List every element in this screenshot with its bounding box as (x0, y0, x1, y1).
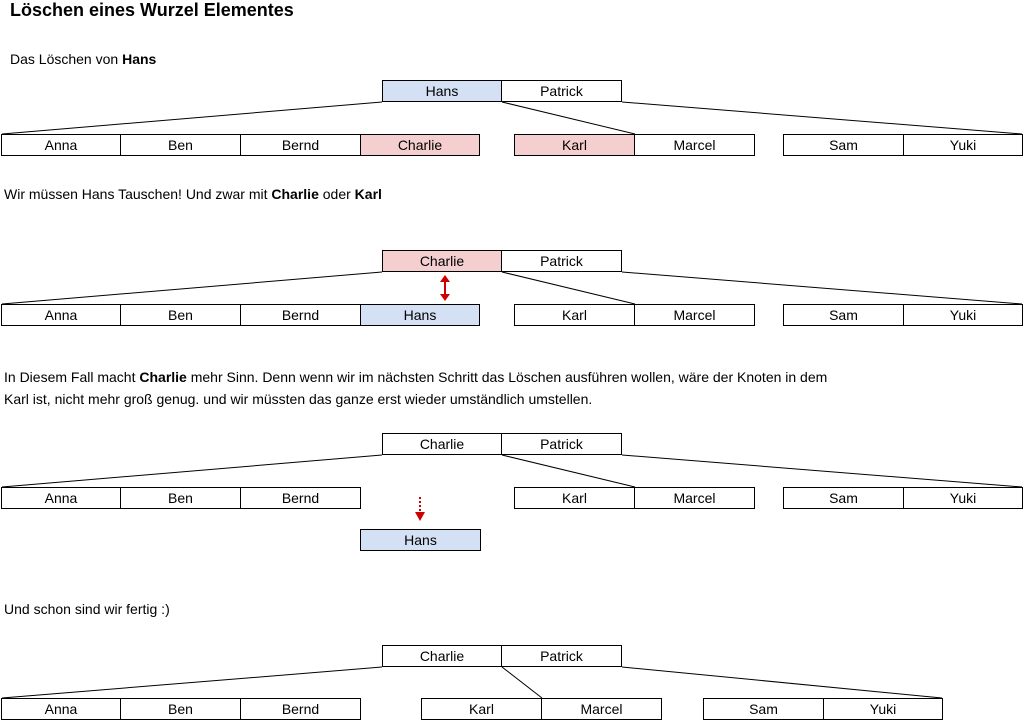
step2-edge-right (621, 271, 1023, 305)
swap-arrow-icon (440, 275, 450, 301)
step2-caption-bold-1: Charlie (271, 186, 319, 202)
step4-leaf-4: Karl (421, 698, 542, 720)
step1-caption-prefix: Das Löschen von (10, 51, 123, 67)
step1-leaf-2: Ben (120, 134, 241, 156)
step1-edge-right (621, 101, 1023, 135)
step2-leaf-5: Karl (514, 304, 635, 326)
step3-caption-suffix: mehr Sinn. Denn wenn wir im nächsten Sch… (186, 369, 828, 385)
step4-leaf-5: Marcel (541, 698, 662, 720)
step2-caption-middle: oder (318, 186, 355, 202)
step3-caption-bold: Charlie (139, 369, 187, 385)
page-title: Löschen eines Wurzel Elementes (10, 0, 294, 20)
step3-leaf-5: Marcel (634, 487, 755, 509)
step2-leaf-8: Yuki (903, 304, 1023, 326)
step2-root-key-2: Patrick (501, 250, 622, 272)
step2-caption-prefix: Wir müssen Hans Tauschen! Und zwar mit (4, 186, 272, 202)
step2-leaf-4: Hans (360, 304, 480, 326)
step3-caption-line-2: Karl ist, nicht mehr groß genug. und wir… (4, 391, 593, 407)
step3-edge-right (621, 454, 1023, 488)
step4-edge-right (621, 666, 943, 699)
step1-leaf-6: Marcel (634, 134, 755, 156)
step3-leaf-7: Yuki (903, 487, 1023, 509)
step4-edge-middle (501, 666, 543, 699)
step4-leaf-3: Bernd (240, 698, 361, 720)
step3-leaf-6: Sam (783, 487, 904, 509)
step4-leaf-6: Sam (703, 698, 824, 720)
step2-leaf-1: Anna (1, 304, 121, 326)
step3-root-key-2: Patrick (501, 433, 622, 455)
step3-root-key-1: Charlie (382, 433, 502, 455)
step3-caption-prefix: In Diesem Fall macht (4, 369, 140, 385)
step3-leaf-3: Bernd (240, 487, 361, 509)
step2-leaf-6: Marcel (634, 304, 755, 326)
step1-leaf-1: Anna (1, 134, 121, 156)
step4-root-key-1: Charlie (382, 645, 502, 667)
step1-edge-left (1, 101, 383, 135)
step2-leaf-3: Bernd (240, 304, 361, 326)
step4-root-key-2: Patrick (501, 645, 622, 667)
step3-leaf-2: Ben (120, 487, 241, 509)
step4-edge-left (1, 666, 383, 699)
step3-edge-left (1, 454, 383, 488)
step3-removed-node: Hans (360, 529, 481, 551)
step1-root-key-2: Patrick (501, 80, 622, 102)
step1-caption-bold: Hans (122, 51, 157, 67)
step2-edge-middle (501, 271, 636, 305)
step3-leaf-4: Karl (514, 487, 635, 509)
step1-leaf-5: Karl (514, 134, 635, 156)
step1-edge-middle (501, 101, 636, 135)
step3-caption: In Diesem Fall macht Charlie mehr Sinn. … (4, 366, 827, 410)
step4-leaf-7: Yuki (823, 698, 943, 720)
step3-leaf-1: Anna (1, 487, 121, 509)
step1-caption: Das Löschen von Hans (10, 48, 156, 70)
step1-leaf-3: Bernd (240, 134, 361, 156)
step1-leaf-7: Sam (783, 134, 904, 156)
step4-leaf-2: Ben (120, 698, 241, 720)
move-down-arrow-icon (415, 497, 425, 521)
step2-caption: Wir müssen Hans Tauschen! Und zwar mit C… (4, 183, 382, 205)
step1-leaf-4: Charlie (360, 134, 480, 156)
step4-leaf-1: Anna (1, 698, 121, 720)
step1-leaf-8: Yuki (903, 134, 1023, 156)
step2-caption-bold-2: Karl (354, 186, 382, 202)
step2-edge-left (1, 271, 383, 305)
step3-edge-middle (501, 454, 636, 488)
step2-root-key-1: Charlie (382, 250, 502, 272)
step1-root-key-1: Hans (382, 80, 502, 102)
step2-leaf-2: Ben (120, 304, 241, 326)
step4-caption: Und schon sind wir fertig :) (4, 601, 170, 617)
step2-leaf-7: Sam (783, 304, 904, 326)
